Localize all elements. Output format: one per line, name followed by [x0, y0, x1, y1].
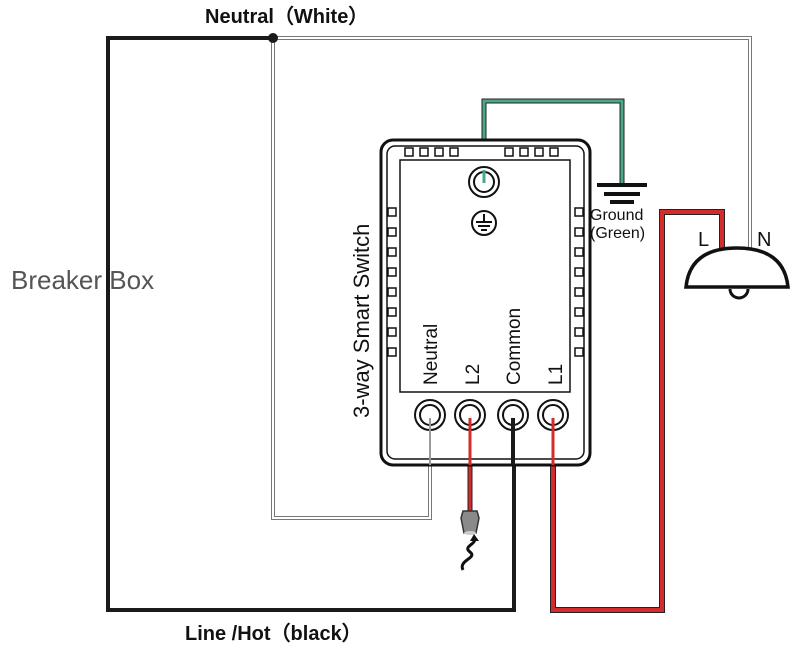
load-wire-l1: [550, 209, 725, 613]
neutral-wire-label: Neutral（White）: [205, 5, 368, 28]
lamp-n-label: N: [757, 229, 771, 251]
terminal-label-neutral: Neutral: [421, 324, 442, 385]
smart-switch: Neutral L2 Common L1: [379, 138, 592, 467]
junction-dot: [268, 33, 278, 43]
terminal-label-common: Common: [504, 308, 525, 385]
line-hot-wire: [106, 36, 516, 612]
ground-color-label: (Green): [590, 225, 645, 242]
terminal-label-l1: L1: [546, 364, 567, 385]
breaker-box-label: Breaker Box: [11, 265, 154, 295]
ground-symbol-icon: [471, 210, 497, 236]
terminals: [414, 399, 569, 431]
earth-ground-icon: [597, 183, 647, 204]
switch-name-label: 3-way Smart Switch: [349, 224, 374, 418]
lamp-icon: [684, 246, 790, 300]
ground-terminal: [468, 166, 500, 198]
terminal-label-l2: L2: [463, 364, 484, 385]
lamp-l-label: L: [698, 229, 709, 251]
ground-label: Ground: [590, 207, 643, 224]
wire-nut-icon: [460, 510, 480, 571]
line-wire-label: Line /Hot（black）: [185, 622, 362, 645]
neutral-wire: [271, 36, 752, 520]
